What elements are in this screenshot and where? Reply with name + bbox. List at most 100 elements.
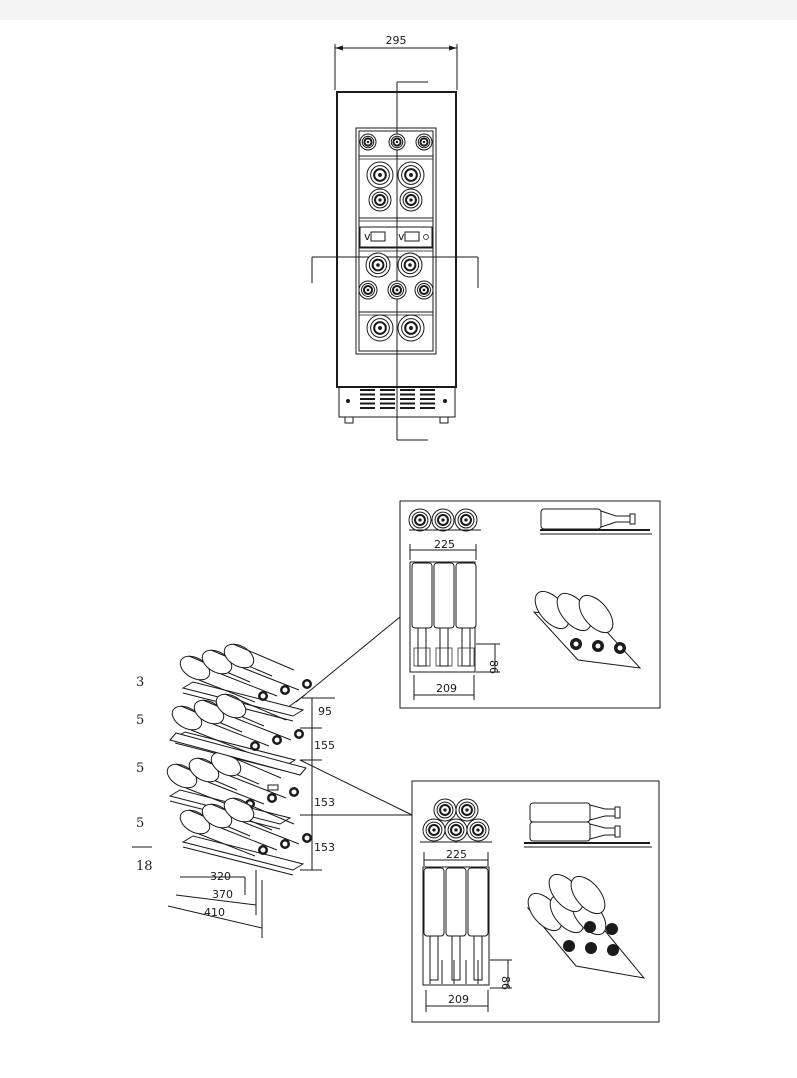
side-number-5: 18 [136,859,153,874]
foot-right [439,416,449,424]
base-screw-right [443,399,447,403]
bottle-end-neck [460,514,472,526]
ventilation-grille [360,389,435,409]
bottle-ends [358,133,434,342]
dt-iso-shelf [532,590,642,669]
bottle-end-ring [400,255,420,275]
iso-bottle-neck-upper [584,921,596,933]
vdim-label-153-a: 153 [314,796,335,809]
bottle-end-cork [395,140,399,144]
bottle-end-cork [378,173,382,177]
iso-bottle-neck [607,944,619,956]
bottle-end-neck [374,194,386,206]
bottle-bottom-edge [212,723,270,747]
side-shelves [166,643,312,876]
bottle-end-neck [373,321,387,335]
plan-bottle-body [411,562,433,629]
shelf-assembly-view: 3 5 5 5 18 95 155 153 153 320 370 410 [132,616,413,938]
bottle-end-cork [465,808,469,812]
bottle-end-cork [409,198,413,202]
base-screw-left [346,399,350,403]
dt-side-bottle [540,508,652,535]
db-label-225: 225 [446,848,467,861]
bottle-end-cork [432,828,436,832]
glass-window [355,127,437,355]
bottle-end-neck [450,824,462,836]
front-view: 295 v v [311,34,479,441]
bottle-end-ring [457,511,475,529]
plan-bottle-body [467,867,489,937]
bottle-end-cork [464,518,468,522]
iso-bottle-neck-inner [616,644,624,652]
bottle-end-neck [404,168,418,182]
vdim-label-155: 155 [314,739,335,752]
depth-label-410: 410 [204,906,225,919]
plan-bottle-neck [439,627,449,667]
bottle-neck-inner [281,686,289,694]
bottle-end-ring [368,255,388,275]
bottle-end-ring [370,318,390,338]
plan-bottle-neck [417,627,427,667]
bottle-bottom-edge [190,729,248,753]
foot-left [344,416,354,424]
db-label-209: 209 [448,993,469,1006]
bottle-end-neck [362,284,374,296]
shelf-rail-lower [182,846,294,876]
bottle-end-ring [411,511,429,529]
db-label-86: 86 [499,976,512,990]
bottle-end-cork [409,173,413,177]
bottle-end-cork [408,263,412,267]
shelf-rail [181,681,305,717]
bottle-end-neck [414,514,426,526]
bottle-neck-inner [273,736,281,744]
side-number-1: 3 [136,675,144,690]
plan-bottle-body [433,562,455,629]
iso-bottle-neck [563,940,575,952]
bottle-end-ring [425,821,443,839]
bottle-end-neck [418,284,430,296]
bottle-end-ring [447,821,465,839]
bottle-neck-inner [281,840,289,848]
bottle-end-neck [363,137,373,147]
bottle-end-cork [443,808,447,812]
detail-bottom-box: 225 86 209 [411,780,660,1023]
bottle-end-neck [371,258,385,272]
bottle-end-neck [373,168,387,182]
bottle-bottom-edge [198,833,256,857]
bottle-end-ring [371,191,389,209]
bottle-end-ring [436,801,454,819]
vdim-label-153-b: 153 [314,841,335,854]
plan-bottle-cradle [457,647,475,667]
bottle-end-cork [378,326,382,330]
bottle-end-cork [476,828,480,832]
bottle-end-neck [403,258,417,272]
bottle-bottom-edge [229,775,287,799]
bottle-end-neck [437,514,449,526]
iso-bottle-neck-inner [594,642,602,650]
bottle-top-edge [224,693,287,721]
depth-dim-410 [167,905,263,929]
bottle-end-neck [404,321,418,335]
side-bottle-neck [600,510,631,528]
plan-bottle-body [445,867,467,937]
side-bottle-cap [629,513,636,525]
bottle-bottom-edge [234,717,292,741]
shelf-rail [181,835,305,871]
vdim-label-95: 95 [318,705,332,718]
bottle-end-ring [361,135,375,149]
plan-bottle-body [455,562,477,629]
bottle-end-neck [472,824,484,836]
bottle-neck-inner [268,794,276,802]
plan-bottle-body [423,867,445,937]
bottle-end-neck [439,804,451,816]
plan-bottle-cradle [413,647,431,667]
shelf-fronts [359,155,433,316]
db-plan-bottles [423,867,489,984]
iso-bottle-upper [570,875,606,915]
front-width-label: 295 [386,34,407,47]
display-right [404,231,420,242]
detail-top-box: 225 86 209 [399,500,661,709]
side-bottle-cap [614,806,621,819]
side-number-3: 5 [136,761,144,776]
